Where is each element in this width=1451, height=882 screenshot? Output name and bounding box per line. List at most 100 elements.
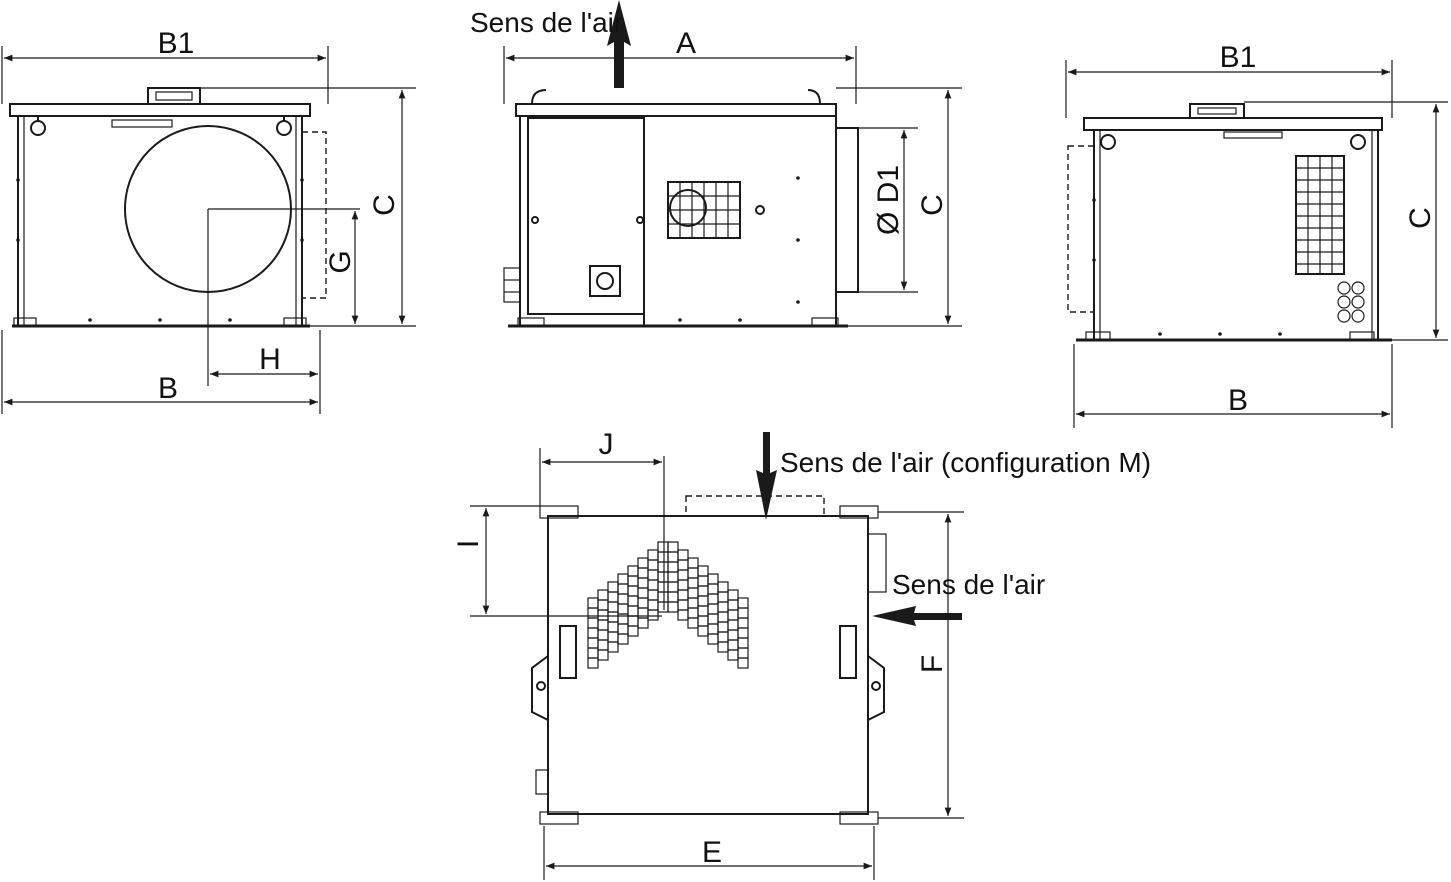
grille-cell [667,541,679,553]
grille-cell [657,581,669,593]
front-view: B1 B H C G [1,27,416,414]
grille-cell [717,601,729,613]
grille-cell [707,613,719,625]
grille-cell [657,561,669,573]
grille-cell [627,625,639,637]
grille-cell [677,609,689,621]
grille-cell [727,589,739,601]
grille-cell [687,587,699,599]
grille-cell [727,649,739,661]
grille-cell [637,587,649,599]
grille-cell [627,575,639,587]
grille-cell [597,609,609,621]
top-f-label: F [916,655,949,673]
grille-cell [667,591,679,603]
top-airflow-config-m-label: Sens de l'air (configuration M) [780,447,1151,478]
grille-cell [737,627,749,639]
grille-cell [697,615,709,627]
grille-cell [647,599,659,611]
grille-cell [647,589,659,601]
grille-cell [717,641,729,653]
grille-cell [727,609,739,621]
top-view: J I F E Sens de l'air (configuration M) … [452,428,1151,880]
grille-cell [617,603,629,615]
grille-cell [587,657,599,669]
front-g-label: G [324,250,357,273]
side-c-label: C [916,194,949,216]
grille-cell [607,611,619,623]
grille-cell [637,617,649,629]
grille-cell [617,623,629,635]
grille-cell [607,591,619,603]
grille-cell [687,567,699,579]
grille-cell [587,617,599,629]
grille-cell [707,603,719,615]
grille-cell [587,597,599,609]
grille-cell [737,637,749,649]
grille-cell [647,609,659,621]
grille-cell [587,637,599,649]
grille-cell [587,627,599,639]
grille-cell [627,605,639,617]
grille-cell [727,599,739,611]
top-i-label: I [452,540,485,548]
grille-cell [647,559,659,571]
grille-cell [707,583,719,595]
grille-cell [627,615,639,627]
grille-cell [667,601,679,613]
grille-cell [617,573,629,585]
grille-cell [697,575,709,587]
grille-cell [717,611,729,623]
grille-cell [617,633,629,645]
side-a-label: A [676,27,696,60]
grille-cell [647,569,659,581]
grille-cell [677,569,689,581]
grille-cell [697,625,709,637]
grille-cell [717,591,729,603]
rear-c-label: C [1404,207,1437,229]
front-h-label: H [259,343,281,376]
grille-cell [607,581,619,593]
grille-cell [657,551,669,563]
grille-cell [637,597,649,609]
grille-cell [697,595,709,607]
grille-cell [677,559,689,571]
grille-cell [607,621,619,633]
grille-cell [657,601,669,613]
grille-cell [717,631,729,643]
grille-cell [687,607,699,619]
grille-cell [637,567,649,579]
grille-cell [727,629,739,641]
grille-cell [737,617,749,629]
top-j-label: J [599,428,614,461]
grille-cell [727,639,739,651]
top-airflow-side-label: Sens de l'air [892,569,1045,600]
grille-cell [737,647,749,659]
grille-cell [737,657,749,669]
grille-cell [647,579,659,591]
side-view: Sens de l'air A Ø D1 C [470,0,962,328]
grille-cell [677,599,689,611]
side-d1-label: Ø D1 [872,165,905,235]
grille-cell [637,577,649,589]
grille-cell [677,579,689,591]
grille-cell [657,571,669,583]
grille-cell [697,585,709,597]
grille-cell [627,595,639,607]
grille-cell [687,557,699,569]
grille-cell [607,631,619,643]
rear-view: B1 C B [1065,41,1448,428]
grille-cell [607,601,619,613]
grille-cell [717,581,729,593]
grille-cell [607,641,619,653]
grille-cell [687,577,699,589]
grille-cell [737,597,749,609]
grille-cell [707,623,719,635]
grille-cell [597,589,609,601]
grille-cell [647,549,659,561]
grille-cell [697,565,709,577]
grille-cell [697,605,709,617]
grille-cell [707,593,719,605]
grille-cell [687,617,699,629]
